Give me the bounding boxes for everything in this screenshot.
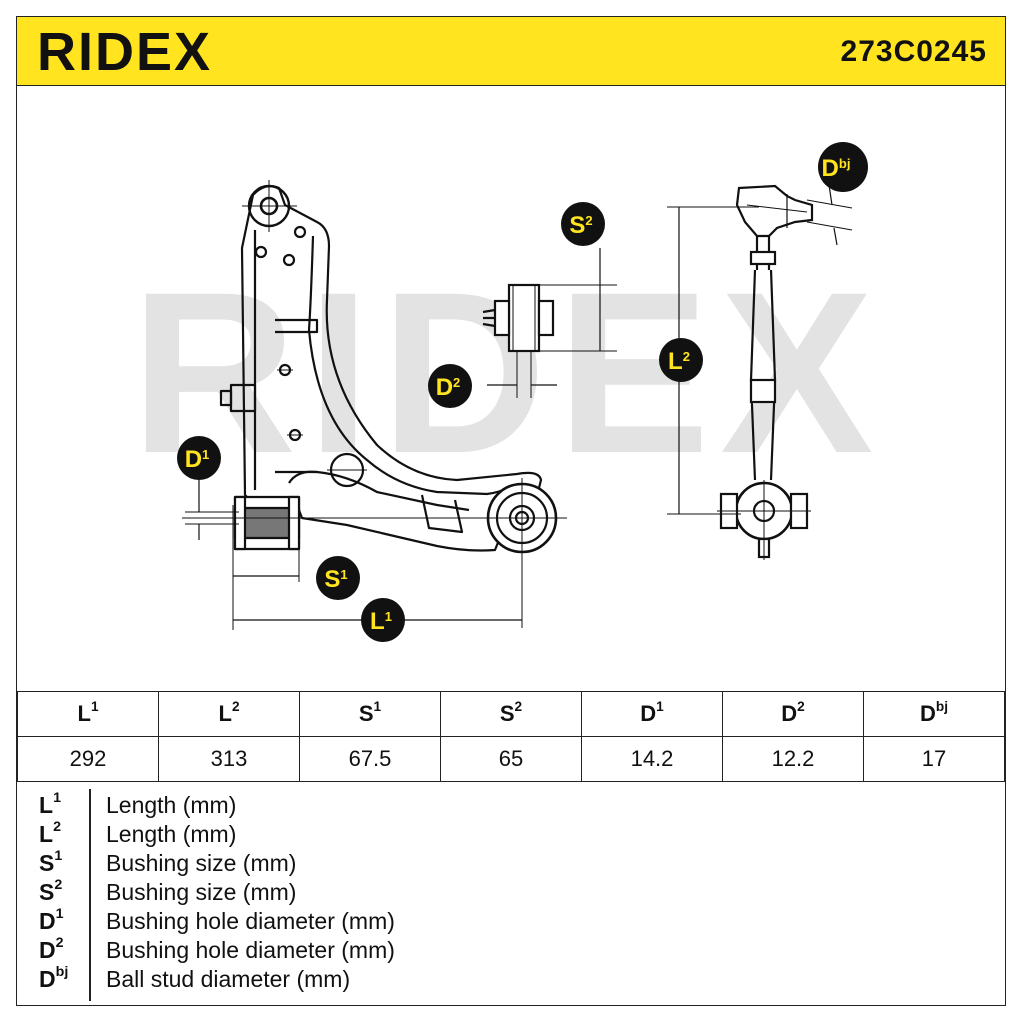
label-badge-d1: D1 bbox=[177, 436, 221, 480]
svg-text:S1: S1 bbox=[324, 566, 347, 593]
legend-symbol: L2 bbox=[39, 819, 61, 847]
specs-header-cell: D2 bbox=[722, 691, 864, 737]
specs-header-cell: D1 bbox=[581, 691, 723, 737]
legend-description: Length (mm) bbox=[106, 792, 237, 818]
technical-drawing: RIDEX bbox=[131, 142, 873, 642]
specs-value-cell: 14.2 bbox=[581, 736, 723, 782]
specs-header-cell: L2 bbox=[158, 691, 300, 737]
legend-symbol: D2 bbox=[39, 935, 64, 963]
bushing-detail-drawing bbox=[482, 248, 617, 398]
legend-description: Length (mm) bbox=[106, 821, 237, 847]
svg-text:L1: L1 bbox=[370, 608, 392, 635]
label-badge-dbj: Dbj bbox=[818, 142, 868, 192]
brand-logo: RIDEX bbox=[37, 22, 213, 82]
legend-description: Ball stud diameter (mm) bbox=[106, 966, 351, 992]
header-bar: RIDEX 273C0245 bbox=[16, 16, 1006, 86]
legend-symbol: S2 bbox=[39, 877, 63, 905]
legend-symbol: Dbj bbox=[39, 964, 69, 992]
legend-description: Bushing hole diameter (mm) bbox=[106, 937, 395, 963]
svg-text:Dbj: Dbj bbox=[822, 155, 851, 182]
specs-value-cell: 17 bbox=[863, 736, 1005, 782]
specs-value-cell: 292 bbox=[17, 736, 159, 782]
legend-item: L2 Length (mm) bbox=[17, 819, 1005, 850]
side-view-drawing bbox=[667, 184, 853, 560]
specs-value-cell: 65 bbox=[440, 736, 582, 782]
legend-item: Dbj Ball stud diameter (mm) bbox=[17, 964, 1005, 995]
specs-header-cell: L1 bbox=[17, 691, 159, 737]
legend-item: S1 Bushing size (mm) bbox=[17, 848, 1005, 879]
specs-value-cell: 313 bbox=[158, 736, 300, 782]
legend: L1 Length (mm) L2 Length (mm) S1 Bushing… bbox=[17, 779, 1005, 1005]
specs-header-row: L1 L2 S1 S2 D1 D2 Dbj bbox=[17, 691, 1005, 737]
control-arm-drawing bbox=[182, 180, 567, 630]
legend-symbol: S1 bbox=[39, 848, 63, 876]
svg-text:S2: S2 bbox=[569, 212, 592, 239]
label-badge-d2: D2 bbox=[428, 364, 472, 408]
specs-header-cell: S1 bbox=[299, 691, 441, 737]
legend-item: D1 Bushing hole diameter (mm) bbox=[17, 906, 1005, 937]
label-badge-l1: L1 bbox=[361, 598, 405, 642]
svg-text:D1: D1 bbox=[185, 446, 210, 473]
legend-divider bbox=[89, 789, 91, 1001]
svg-text:L2: L2 bbox=[668, 348, 690, 375]
label-badge-s2: S2 bbox=[561, 202, 605, 246]
specs-value-cell: 67.5 bbox=[299, 736, 441, 782]
label-badge-l2: L2 bbox=[659, 338, 703, 382]
legend-description: Bushing size (mm) bbox=[106, 879, 297, 905]
specs-header-cell: Dbj bbox=[863, 691, 1005, 737]
legend-description: Bushing size (mm) bbox=[106, 850, 297, 876]
legend-description: Bushing hole diameter (mm) bbox=[106, 908, 395, 934]
svg-text:D2: D2 bbox=[436, 374, 461, 401]
specs-value-row: 292 313 67.5 65 14.2 12.2 17 bbox=[17, 736, 1005, 782]
specs-table: L1 L2 S1 S2 D1 D2 Dbj 292 313 67.5 65 14… bbox=[17, 691, 1005, 782]
legend-item: S2 Bushing size (mm) bbox=[17, 877, 1005, 908]
legend-item: D2 Bushing hole diameter (mm) bbox=[17, 935, 1005, 966]
legend-symbol: L1 bbox=[39, 790, 61, 818]
specs-value-cell: 12.2 bbox=[722, 736, 864, 782]
legend-symbol: D1 bbox=[39, 906, 64, 934]
legend-item: L1 Length (mm) bbox=[17, 790, 1005, 821]
part-number: 273C0245 bbox=[840, 35, 987, 68]
specs-header-cell: S2 bbox=[440, 691, 582, 737]
label-badge-s1: S1 bbox=[316, 556, 360, 600]
